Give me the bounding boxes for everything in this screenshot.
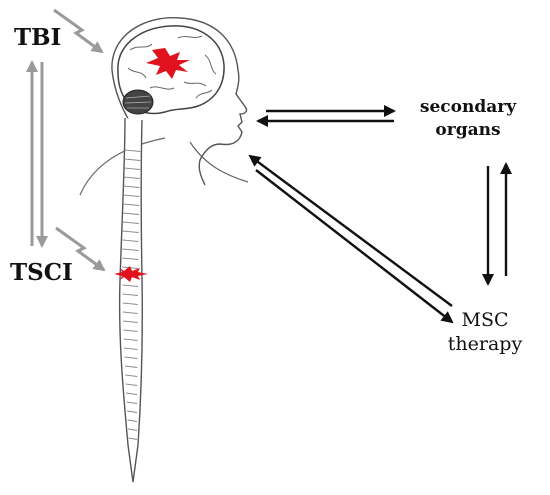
brain-injury-starburst bbox=[146, 48, 190, 79]
spinal-segment-line bbox=[125, 374, 138, 377]
spinal-cord bbox=[118, 117, 143, 483]
spinal-segment-line bbox=[122, 284, 139, 287]
spinal-segment-line bbox=[124, 167, 140, 170]
spinal-segment-line bbox=[124, 158, 141, 161]
spinal-segment-line bbox=[122, 221, 139, 224]
msc-therapy-label-line1: MSC bbox=[461, 309, 509, 331]
spinal-segment-line bbox=[122, 302, 138, 305]
secondary-organs-label-line1: secondary bbox=[419, 97, 517, 117]
spinal-segment-line bbox=[122, 257, 139, 260]
spinal-segment-line bbox=[123, 329, 138, 332]
spinal-segment-line bbox=[123, 338, 138, 341]
spinal-segment-line bbox=[128, 437, 138, 440]
spinal-segment-line bbox=[127, 410, 138, 413]
arrow-msc-to-head bbox=[248, 154, 453, 307]
secondary-organs-label-line2: organs bbox=[435, 120, 501, 140]
spinal-segment-line bbox=[122, 293, 138, 296]
spinal-segment-line bbox=[123, 320, 138, 323]
spinal-segment-line bbox=[123, 203, 140, 206]
tsci-label: TSCI bbox=[10, 259, 73, 286]
spinal-segment-line bbox=[122, 311, 138, 314]
spinal-segments bbox=[122, 149, 141, 440]
arrow-head-to-msc bbox=[255, 169, 454, 324]
spinal-segment-line bbox=[124, 365, 138, 368]
spinal-segment-line bbox=[123, 185, 140, 188]
spinal-injury-starburst bbox=[114, 266, 148, 282]
tbi-lightning-icon bbox=[53, 8, 104, 54]
msc-therapy-label: MSC therapy bbox=[430, 308, 540, 356]
spinal-segment-line bbox=[122, 248, 139, 251]
spinal-segment-line bbox=[126, 401, 138, 404]
spinal-segment-line bbox=[124, 347, 138, 350]
secondary-organs-label: secondary organs bbox=[398, 96, 538, 142]
tsci-lightning-icon bbox=[55, 226, 106, 272]
msc-therapy-label-line2: therapy bbox=[447, 333, 523, 355]
tbi-label: TBI bbox=[14, 24, 62, 51]
spinal-segment-line bbox=[126, 392, 138, 395]
spinal-segment-line bbox=[123, 176, 140, 179]
shoulder-outline bbox=[79, 137, 249, 196]
spinal-segment-line bbox=[128, 428, 138, 431]
spinal-segment-line bbox=[124, 149, 141, 152]
spinal-segment-line bbox=[127, 419, 138, 422]
cerebellum-lines bbox=[124, 95, 152, 109]
spinal-segment-line bbox=[122, 212, 140, 215]
spinal-segment-line bbox=[125, 383, 138, 386]
spinal-segment-line bbox=[122, 230, 139, 233]
spinal-segment-line bbox=[124, 356, 138, 359]
spinal-segment-line bbox=[123, 194, 140, 197]
spinal-segment-line bbox=[122, 239, 139, 242]
